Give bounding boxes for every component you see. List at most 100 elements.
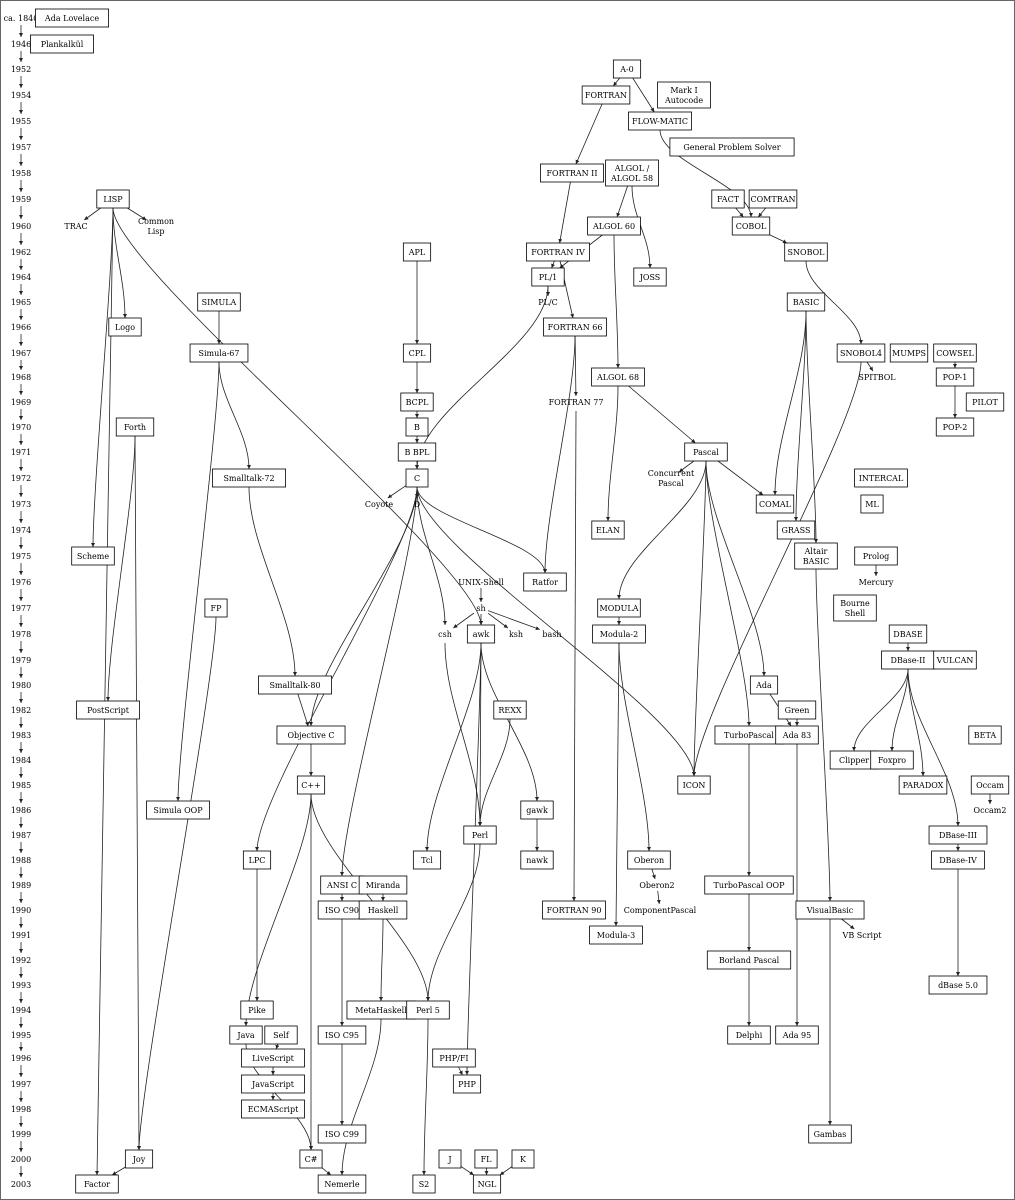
node-box [677, 775, 711, 795]
node-box [71, 546, 115, 566]
node-label: Ratfor [532, 578, 558, 587]
node-label: UNIX-Shell [458, 578, 504, 587]
language-node-j: J [438, 1149, 462, 1169]
node-label: Java [236, 1031, 254, 1040]
node-box [786, 292, 826, 312]
node-label: PHP [458, 1080, 476, 1089]
language-node-miranda: Miranda [358, 875, 408, 895]
node-box [76, 700, 140, 720]
language-node-unixshell: UNIX-Shell [458, 578, 504, 587]
language-node-bash: bash [542, 630, 561, 639]
edge-c-ansic [340, 486, 418, 877]
language-node-nawk: nawk [520, 850, 554, 870]
node-label: Ada 95 [782, 1031, 811, 1040]
node-box [197, 292, 241, 312]
language-node-livescript: LiveScript [241, 1048, 305, 1068]
language-node-snobol4: SNOBOL4 [836, 343, 886, 363]
node-label: FLOW-MATIC [632, 117, 688, 126]
year-label: 1967 [11, 349, 31, 358]
edge-algol60-algol68 [613, 234, 620, 369]
language-node-spitbol: SPITBOL [858, 373, 896, 382]
edge-pascal-turbopascal [705, 460, 751, 727]
node-box [452, 1074, 482, 1094]
node-label: JavaScript [251, 1080, 295, 1089]
node-box [115, 417, 155, 437]
language-node-simula67: Simula-67 [189, 343, 249, 363]
edge-dbase2-dbase3 [907, 668, 960, 827]
node-box [931, 850, 985, 870]
node-box [397, 442, 437, 462]
node-box [784, 242, 828, 262]
edge-pascal-concpascal [678, 460, 695, 473]
node-label: C# [305, 1155, 318, 1164]
edge-self-livescript [275, 1043, 280, 1050]
language-node-plc: PL/C [538, 298, 558, 307]
edge-snobol4-icon [692, 361, 862, 777]
node-box [711, 189, 745, 209]
edge-haskell-metahaskell [379, 918, 384, 1002]
node-label: Joy [132, 1155, 146, 1164]
language-node-snobol: SNOBOL [784, 242, 828, 262]
node-label: COMTRAN [750, 195, 795, 204]
node-label: DBase-II [891, 656, 926, 665]
node-box [933, 650, 977, 670]
edge-a0-flowmatic [632, 77, 655, 113]
language-node-ksh: ksh [509, 630, 523, 639]
language-node-isoc90: ISO C90 [317, 900, 367, 920]
year-label: 1959 [11, 195, 31, 204]
node-box [628, 111, 692, 131]
edge-pl1-c [415, 285, 549, 470]
node-label: VB Script [842, 931, 883, 940]
year-label: 1982 [11, 706, 31, 715]
language-node-modula2: Modula-2 [592, 624, 646, 644]
edge-pascal-ada [705, 460, 766, 677]
node-box [731, 216, 771, 236]
edge-lisp-scheme [91, 207, 114, 548]
node-label: ALGOL 58 [610, 174, 653, 183]
language-node-algol60: ALGOL 60 [587, 216, 641, 236]
node-label: Self [273, 1031, 290, 1040]
node-label: Concurrent [648, 469, 695, 478]
year-label: 1989 [11, 881, 31, 890]
node-box [474, 1149, 498, 1169]
language-node-a0: A-0 [612, 59, 642, 79]
node-label: POP-2 [943, 423, 968, 432]
edge-basic-altair [805, 310, 818, 544]
language-node-fp: FP [204, 598, 228, 618]
node-label: Common [138, 217, 174, 226]
node-label: PostScript [87, 706, 130, 715]
edge-c-coyote [387, 485, 407, 499]
language-node-dbase4: DBase-IV [931, 850, 985, 870]
language-node-self: Self [264, 1025, 298, 1045]
node-box [317, 1025, 367, 1045]
node-box [854, 546, 898, 566]
year-label: 1969 [11, 398, 31, 407]
edge-sh-ksh [487, 612, 509, 629]
node-label: SIMULA [202, 298, 237, 307]
node-box [75, 1174, 119, 1194]
node-label: Altair [804, 547, 828, 556]
node-label: ISO C95 [325, 1031, 359, 1040]
node-box [358, 900, 408, 920]
year-label: 1974 [11, 526, 31, 535]
language-node-pl1: PL/1 [531, 267, 565, 287]
node-box [968, 725, 1002, 745]
language-node-gps: General Problem Solver [669, 137, 795, 157]
language-node-pike: Pike [240, 1000, 274, 1020]
node-label: PHP/FI [439, 1054, 468, 1063]
node-box [684, 442, 728, 462]
node-label: J [447, 1155, 451, 1164]
language-node-isoc99: ISO C99 [317, 1124, 367, 1144]
edge-rexx-perl [478, 718, 511, 827]
node-label: ALGOL / [614, 164, 650, 173]
node-box [472, 1174, 502, 1194]
node-box [748, 189, 798, 209]
node-label: LISP [103, 195, 123, 204]
node-label: Ada [755, 681, 772, 690]
edge-c-lpc [255, 486, 418, 852]
node-box [627, 850, 671, 870]
edge-metahaskell-nemerle [340, 1018, 382, 1176]
edge-pascal-icon [692, 460, 707, 777]
node-box [523, 572, 567, 592]
